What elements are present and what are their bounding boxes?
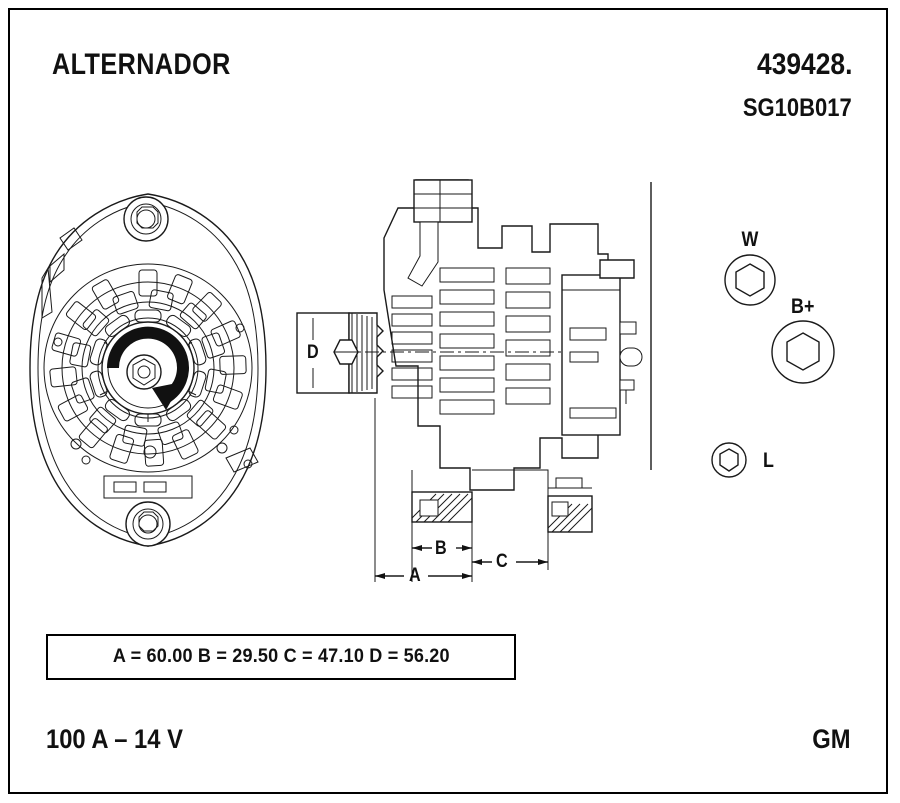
- output-rating: 100 A – 14 V: [46, 724, 183, 754]
- dimension-callout-a: A: [409, 565, 421, 586]
- part-number: 439428.: [756, 48, 852, 81]
- terminal-label-bplus: B+: [791, 295, 815, 318]
- dimension-callout-c: C: [496, 551, 508, 572]
- sheet-border: [8, 8, 888, 794]
- dimensions-table: A = 60.00 B = 29.50 C = 47.10 D = 56.20: [46, 634, 516, 680]
- page-title: ALTERNADOR: [52, 48, 231, 81]
- terminal-label-l: L: [762, 449, 774, 472]
- dimension-callout-d: D: [307, 342, 319, 363]
- part-code: SG10B017: [743, 94, 852, 122]
- terminal-label-w: W: [741, 228, 759, 251]
- brand-label: GM: [811, 724, 850, 754]
- dimension-callout-b: B: [435, 538, 447, 559]
- dimensions-table-text: A = 60.00 B = 29.50 C = 47.10 D = 56.20: [112, 646, 450, 667]
